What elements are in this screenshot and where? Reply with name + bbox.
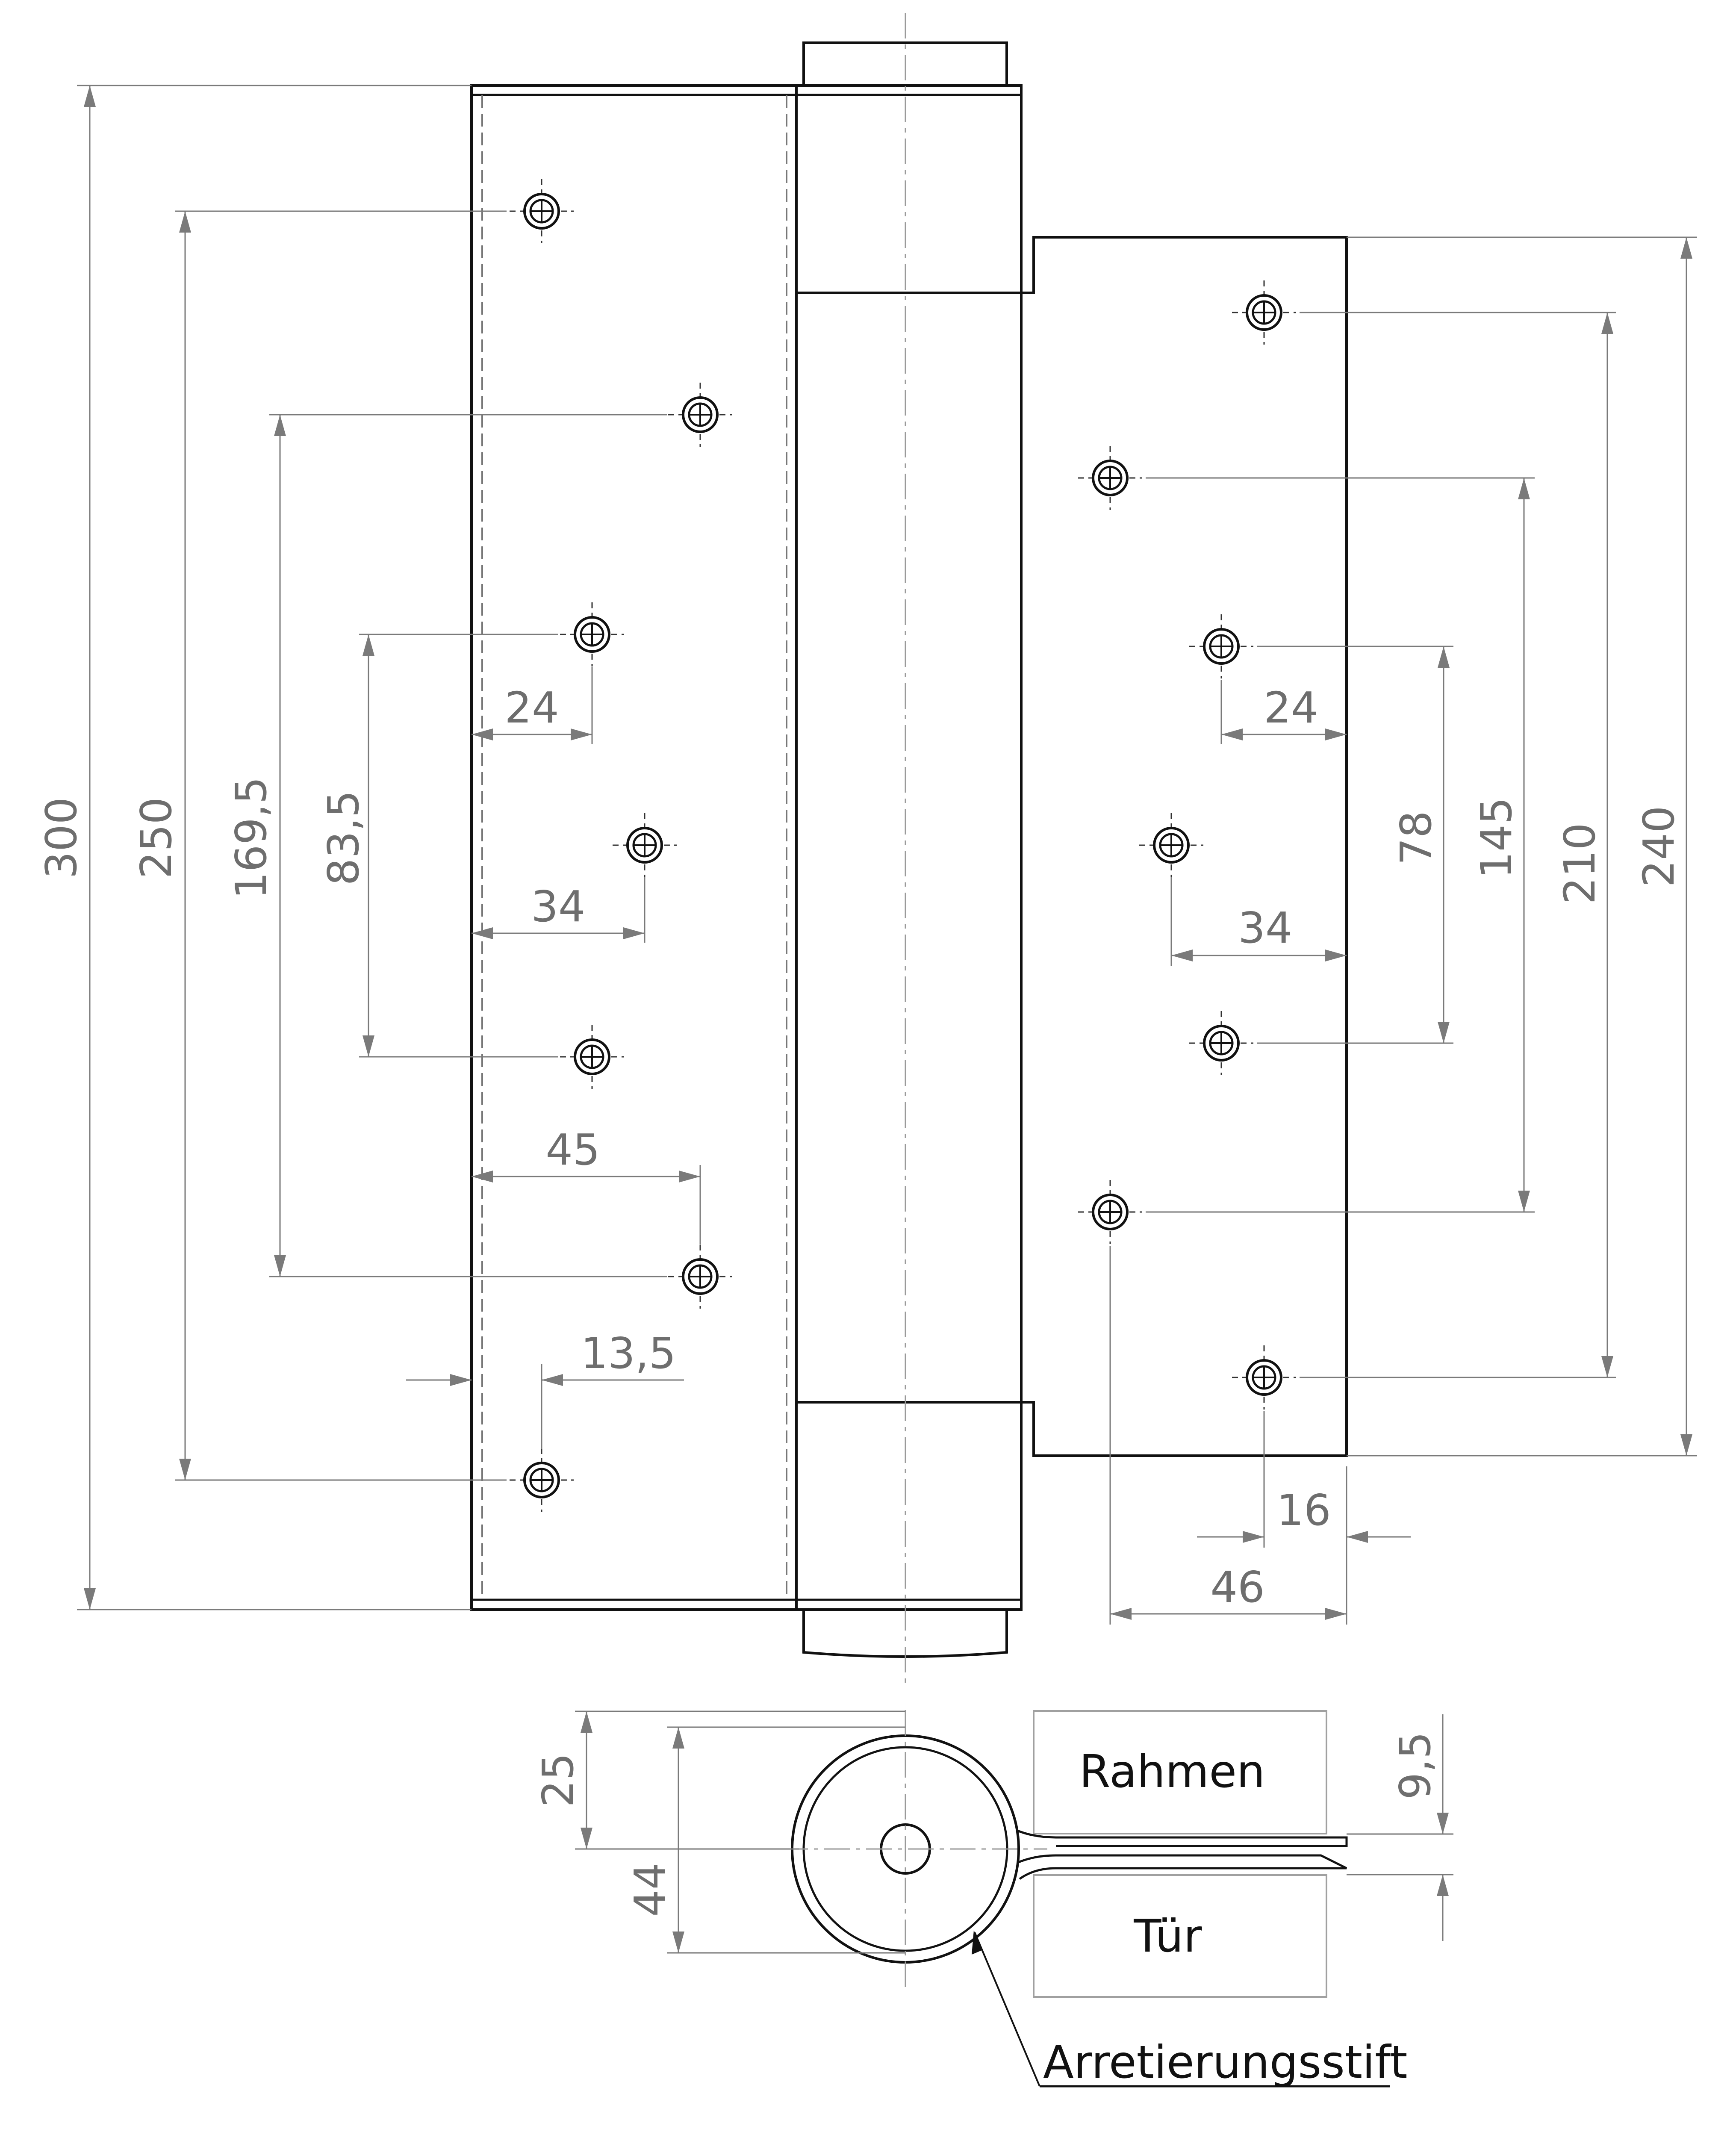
dim-left-outer-spacing: 250 (131, 797, 181, 879)
screw-hole-icon (560, 1025, 624, 1089)
locking-pin-label: Arretierungsstift (1043, 2036, 1408, 2088)
frame-label: Rahmen (1079, 1746, 1265, 1798)
dim-right-offset-16: 16 (1276, 1485, 1331, 1535)
left-leaf-holes (510, 179, 732, 1512)
screw-hole-icon (668, 1244, 732, 1309)
left-horizontal-dimensions: 24 34 45 13,5 (406, 667, 701, 1449)
screw-hole-icon (560, 602, 624, 666)
dim-right-leaf-height: 240 (1634, 806, 1684, 888)
dim-left-offset-45: 45 (545, 1125, 600, 1175)
screw-hole-icon (1139, 813, 1203, 877)
dim-total-height: 300 (36, 797, 86, 879)
screw-hole-icon (1232, 1345, 1296, 1410)
frame-box (1033, 1710, 1327, 1834)
dim-right-mid-spacing: 145 (1471, 797, 1521, 879)
screw-hole-icon (1078, 1180, 1142, 1244)
right-horizontal-dimensions: 24 34 16 46 (1109, 680, 1411, 1625)
screw-hole-icon (510, 179, 574, 243)
left-vertical-dimensions: 300 250 169,5 83,5 (36, 85, 667, 1610)
dim-right-offset-46: 46 (1210, 1562, 1264, 1612)
dim-left-offset-24: 24 (504, 683, 559, 733)
screw-hole-icon (1189, 1011, 1253, 1075)
hinge-barrel (795, 41, 1032, 1658)
dim-section-barrel-radius: 25 (533, 1753, 583, 1807)
dim-left-offset-13-5: 13,5 (581, 1328, 676, 1378)
hinge-section-view: 25 44 9,5 Rahmen Tür Arretierungsstift (533, 1710, 1453, 2088)
right-leaf-holes (1078, 280, 1296, 1410)
dim-left-inner-spacing: 83,5 (318, 790, 368, 886)
dim-right-outer-spacing: 210 (1555, 823, 1605, 905)
screw-hole-icon (1232, 280, 1296, 345)
screw-hole-icon (1189, 614, 1253, 678)
screw-hole-icon (668, 383, 732, 447)
dim-section-barrel-diameter: 44 (625, 1862, 675, 1917)
dim-right-inner-spacing: 78 (1391, 811, 1441, 865)
dim-left-offset-34: 34 (531, 882, 585, 932)
door-label: Tür (1133, 1910, 1202, 1962)
dim-right-offset-24: 24 (1264, 683, 1318, 733)
dim-left-mid-spacing: 169,5 (226, 777, 276, 899)
screw-hole-icon (510, 1448, 574, 1512)
door-box (1033, 1874, 1327, 1998)
screw-hole-icon (613, 813, 677, 877)
right-vertical-dimensions: 240 210 145 78 (1146, 236, 1697, 1457)
dim-section-leaf-offset: 9,5 (1390, 1731, 1440, 1799)
dim-right-offset-34: 34 (1238, 903, 1292, 953)
screw-hole-icon (1078, 446, 1142, 510)
